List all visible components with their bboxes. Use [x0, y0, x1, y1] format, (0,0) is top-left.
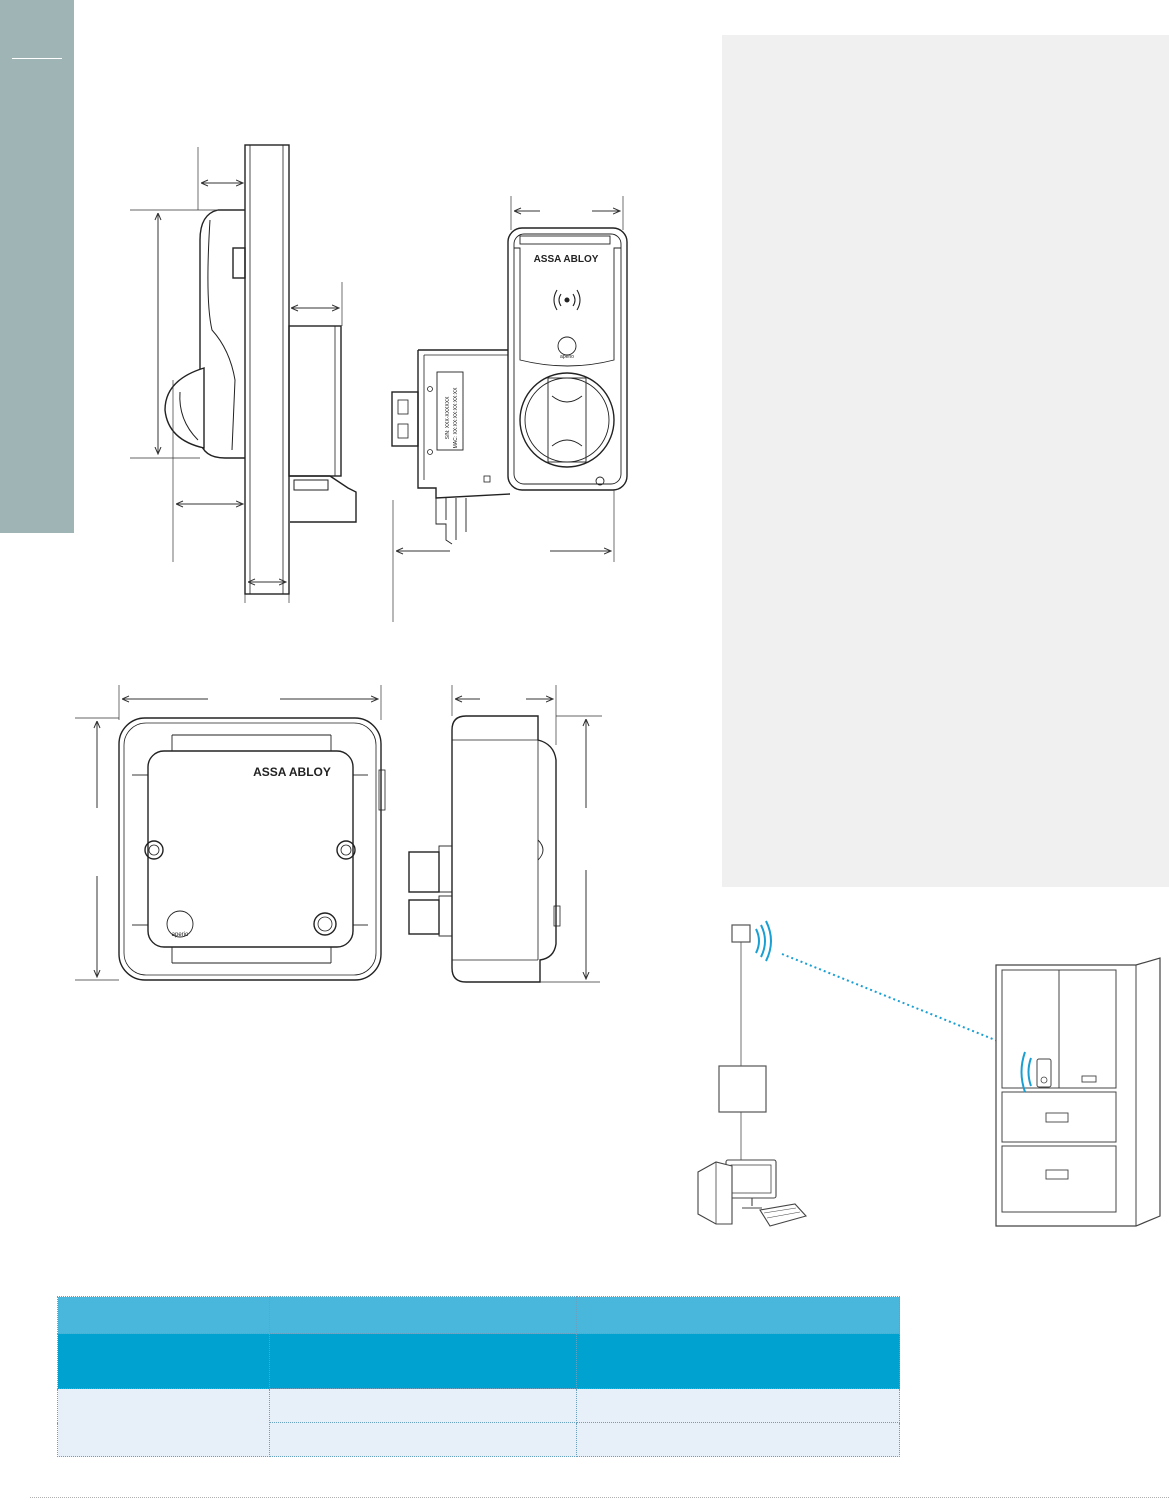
brand-logo-cylinder: ASSA ABLOY — [534, 254, 599, 265]
aperio-logo-cabinet: aperio — [172, 932, 189, 938]
front-view-markings: ASSA ABLOY aperio S/N: XXX-XXXXXX MAC: X… — [445, 254, 599, 448]
table-row — [58, 1422, 900, 1457]
filing-cabinet-icon — [995, 957, 1161, 1227]
table-header-cell — [57, 1296, 270, 1334]
side-view-dimensions — [130, 147, 343, 603]
table-cell — [269, 1388, 577, 1423]
front-view-drawing — [391, 227, 628, 545]
door-section — [244, 144, 290, 595]
cabinet-wireless-icon — [1020, 1051, 1032, 1093]
aperio-logo-cylinder: aperio — [560, 354, 574, 360]
table-subheader-cell — [576, 1333, 900, 1389]
table-cell — [576, 1422, 900, 1457]
table-subheader-cell — [269, 1333, 577, 1389]
cabinet-lock-side-dimensions — [451, 685, 602, 983]
controller-box — [718, 1065, 767, 1113]
side-color-band — [0, 0, 74, 533]
table-header-row — [57, 1296, 900, 1334]
table-cell — [57, 1388, 270, 1457]
wireless-waves-icon — [755, 920, 772, 962]
technical-drawings: ASSA ABLOY aperio S/N: XXX-XXXXXX MAC: X… — [75, 144, 1161, 1227]
brand-logo-cabinet: ASSA ABLOY — [253, 765, 331, 779]
front-view-dimensions — [392, 196, 624, 622]
aperio-badge-cylinder — [557, 336, 577, 356]
info-panel — [722, 35, 1169, 887]
table-header-cell — [269, 1296, 577, 1334]
computer-workstation-icon — [697, 1159, 808, 1227]
label-plate: S/N: XXX-XXXXXX MAC: XX:XX:XX:XX:XX:XX — [445, 387, 459, 449]
cabinet-lock-front-drawing — [118, 717, 386, 981]
footer-rule — [30, 1497, 1169, 1498]
table-row — [57, 1388, 900, 1457]
label-serial: S/N: XXX-XXXXXX — [445, 396, 451, 439]
table-subheader-cell — [57, 1333, 270, 1389]
table-header-cell — [576, 1296, 900, 1334]
aperio-badge-cabinet — [166, 910, 194, 938]
cabinet-lock-front-markings: ASSA ABLOY aperio — [166, 765, 331, 938]
band-tick-line — [12, 58, 62, 59]
table-cell — [269, 1422, 577, 1457]
wireless-link — [781, 953, 1021, 1051]
cabinet-lock-side-drawing — [408, 715, 561, 983]
network-diagram — [697, 920, 1161, 1227]
side-view-drawing — [164, 144, 357, 595]
table-cell — [576, 1388, 900, 1423]
table-subheader-row — [57, 1333, 900, 1389]
wireless-symbol-icon — [553, 289, 581, 311]
cabinet-lock-front-dimensions — [75, 685, 382, 981]
label-mac: MAC: XX:XX:XX:XX:XX:XX — [453, 387, 459, 449]
communication-hub-box — [731, 924, 751, 943]
specification-table — [57, 1296, 900, 1457]
